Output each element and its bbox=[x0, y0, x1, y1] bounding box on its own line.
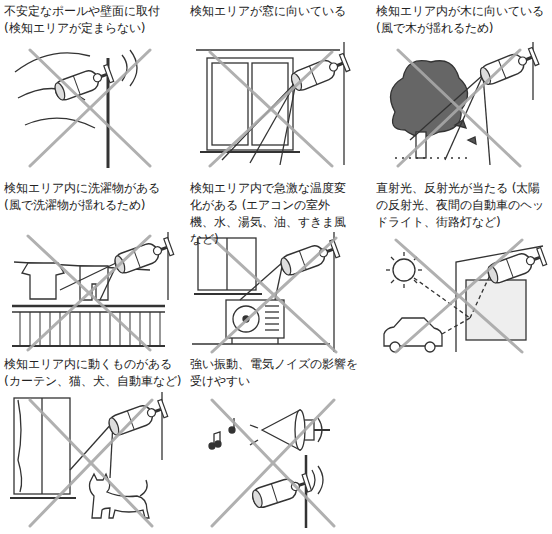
cross-mark bbox=[30, 50, 150, 166]
cross-mark bbox=[212, 400, 334, 526]
tree-scene bbox=[468, 137, 476, 144]
animal-scene bbox=[90, 474, 150, 518]
light-scene bbox=[425, 342, 435, 352]
noise-scene bbox=[250, 425, 258, 428]
animal-scene bbox=[107, 399, 168, 438]
cross-mark bbox=[210, 52, 332, 166]
aircon-scene bbox=[265, 329, 279, 330]
window-scene bbox=[196, 49, 340, 50]
cross-mark bbox=[30, 50, 150, 166]
window-scene bbox=[252, 63, 288, 145]
cross-mark bbox=[396, 240, 522, 352]
tree-scene bbox=[410, 75, 483, 140]
window-scene bbox=[196, 42, 350, 165]
aircon-scene bbox=[231, 338, 232, 344]
aircon-scene bbox=[192, 232, 340, 352]
caption: 検知エリア内で急激な温度変化がある (エアコンの室外機、水、湯気、油、すきま風な… bbox=[190, 180, 354, 248]
window-scene bbox=[200, 151, 300, 153]
aircon-scene bbox=[265, 305, 279, 306]
window-scene bbox=[212, 63, 248, 145]
caption: 検知エリア内が木に向いている (風で木が揺れるため) bbox=[376, 3, 548, 37]
cross-mark bbox=[212, 238, 336, 352]
caption: 検知エリア内に動くものがある (カーテン、猫、犬、自動車など) bbox=[4, 356, 186, 390]
laundry-scene bbox=[70, 312, 71, 346]
pole-scene bbox=[25, 118, 95, 128]
animal-scene bbox=[140, 480, 147, 496]
laundry-scene bbox=[80, 312, 81, 346]
window-scene bbox=[289, 52, 350, 92]
aircon-scene bbox=[192, 343, 330, 344]
animal-scene bbox=[10, 392, 168, 518]
aircon-scene bbox=[226, 238, 227, 290]
light-scene bbox=[403, 252, 404, 256]
noise-scene bbox=[318, 418, 322, 442]
light-scene bbox=[470, 275, 490, 318]
cross-mark bbox=[396, 240, 522, 352]
noise-scene bbox=[214, 432, 220, 446]
laundry-scene bbox=[60, 312, 61, 346]
aircon-scene bbox=[265, 311, 279, 312]
light-scene bbox=[384, 246, 547, 352]
tree-scene bbox=[483, 75, 490, 165]
caption: 検知エリア内に洗濯物がある (風で洗濯物が揺れるため) bbox=[4, 180, 186, 214]
laundry-scene bbox=[12, 311, 165, 312]
light-scene bbox=[393, 259, 415, 281]
laundry-scene bbox=[160, 312, 161, 346]
noise-scene bbox=[262, 410, 300, 450]
laundry-scene bbox=[110, 312, 111, 346]
cross-mark bbox=[212, 400, 334, 526]
cross-mark bbox=[28, 50, 522, 526]
pole-scene bbox=[15, 50, 137, 168]
caption: 強い振動、電気ノイズの影響を受けやすい bbox=[190, 356, 360, 390]
light-scene bbox=[391, 280, 394, 283]
cross-mark bbox=[30, 400, 152, 526]
aircon-scene bbox=[277, 338, 278, 344]
caption: 不安定なポールや壁面に取付 (検知エリアが定まらない) bbox=[4, 3, 186, 37]
window-scene bbox=[207, 58, 293, 150]
cross-mark bbox=[398, 50, 520, 166]
cross-mark bbox=[398, 50, 520, 166]
laundry-scene bbox=[80, 266, 108, 300]
light-scene bbox=[391, 257, 394, 260]
aircon-scene bbox=[194, 293, 262, 295]
caption: 検知エリアが窓に向いている bbox=[190, 3, 370, 20]
animal-scene bbox=[10, 497, 76, 499]
light-scene bbox=[384, 318, 442, 346]
noise-scene bbox=[318, 466, 323, 494]
cross-mark bbox=[210, 52, 332, 166]
noise-scene bbox=[305, 455, 308, 528]
laundry-scene bbox=[22, 263, 64, 299]
cross-mark bbox=[28, 236, 150, 350]
animal-scene bbox=[18, 400, 22, 492]
laundry-scene bbox=[120, 312, 121, 346]
cross-mark bbox=[30, 400, 152, 526]
cross-mark bbox=[28, 236, 150, 350]
laundry-scene bbox=[90, 312, 91, 346]
light-scene bbox=[418, 269, 422, 270]
noise-scene bbox=[229, 427, 235, 433]
noise-scene bbox=[209, 443, 215, 449]
laundry-scene bbox=[150, 312, 151, 346]
laundry-scene bbox=[30, 312, 31, 346]
light-scene bbox=[403, 284, 404, 288]
caption: 直射光、反射光が当たる (太陽の反射光、夜間の自動車のヘッドライト、街路灯など) bbox=[376, 180, 548, 231]
noise-scene bbox=[312, 470, 315, 490]
aircon-scene bbox=[265, 317, 279, 318]
tree-scene bbox=[391, 42, 540, 165]
pole-scene bbox=[15, 53, 90, 72]
aircon-scene bbox=[265, 323, 279, 324]
cross-mark bbox=[212, 238, 336, 352]
light-scene bbox=[442, 318, 470, 334]
noise-scene bbox=[215, 441, 221, 447]
light-scene bbox=[386, 269, 390, 270]
laundry-scene bbox=[20, 312, 21, 346]
laundry-scene bbox=[100, 312, 101, 346]
laundry-scene bbox=[12, 305, 165, 308]
